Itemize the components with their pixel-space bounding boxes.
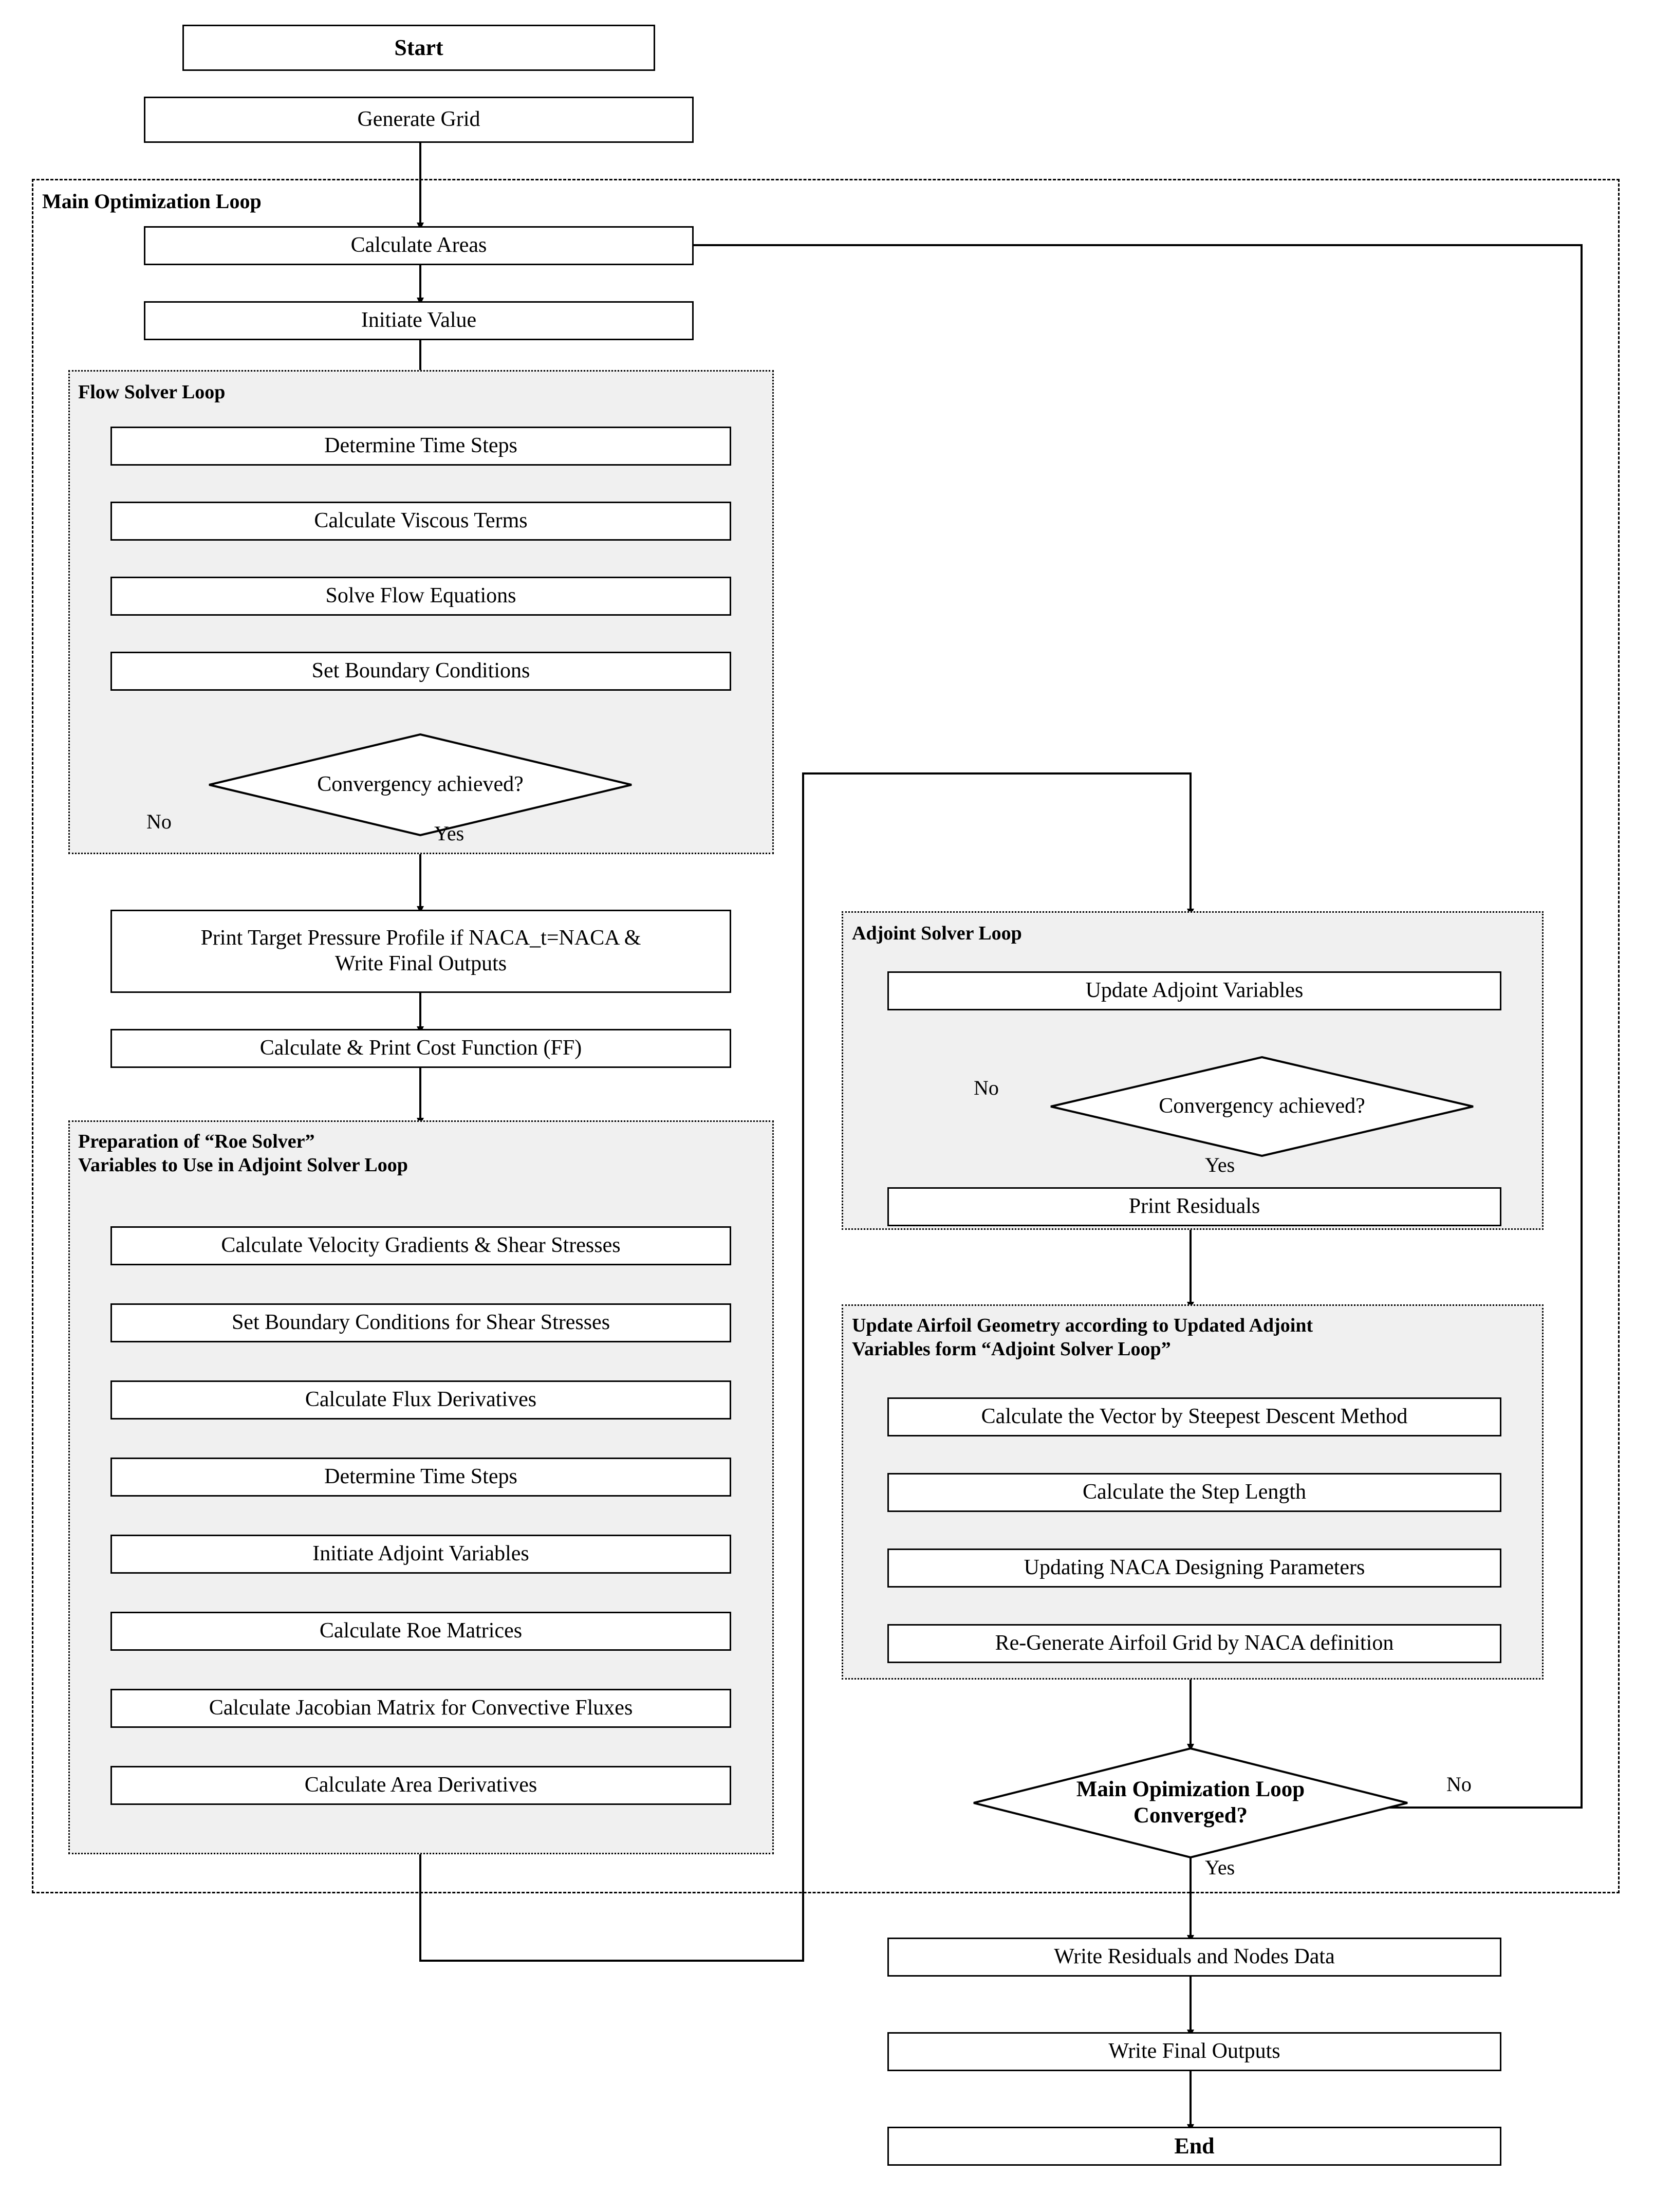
node-calculate-viscous-terms[interactable]: Calculate Viscous Terms (110, 502, 731, 541)
node-print-target-pressure-label: Print Target Pressure Profile if NACA_t=… (200, 926, 641, 975)
group-adjoint-solver-loop (842, 911, 1544, 1230)
node-end[interactable]: End (887, 2127, 1501, 2166)
node-calculate-areas[interactable]: Calculate Areas (144, 226, 694, 265)
node-bc-shear-stresses[interactable]: Set Boundary Conditions for Shear Stress… (110, 1303, 731, 1342)
node-flow-convergency-label: Convergency achieved? (317, 772, 524, 797)
node-set-boundary-conditions[interactable]: Set Boundary Conditions (110, 652, 731, 691)
node-determine-time-steps-roe[interactable]: Determine Time Steps (110, 1458, 731, 1497)
group-title-main-optimization-loop: Main Optimization Loop (42, 190, 262, 213)
node-area-derivatives[interactable]: Calculate Area Derivatives (110, 1766, 731, 1805)
diamond-shape-adjoint (1050, 1056, 1474, 1157)
node-print-target-pressure[interactable]: Print Target Pressure Profile if NACA_t=… (110, 910, 731, 993)
edge-label-adjoint-yes: Yes (1205, 1153, 1235, 1176)
node-write-final-outputs[interactable]: Write Final Outputs (887, 2032, 1501, 2071)
node-adjoint-convergency-label: Convergency achieved? (1159, 1094, 1365, 1118)
group-main-optimization-loop (32, 179, 1620, 1893)
group-title-adjoint-solver-loop: Adjoint Solver Loop (852, 923, 1022, 944)
group-title-flow-solver-loop: Flow Solver Loop (78, 381, 226, 403)
node-write-residuals-nodes[interactable]: Write Residuals and Nodes Data (887, 1938, 1501, 1977)
node-jacobian-matrix[interactable]: Calculate Jacobian Matrix for Convective… (110, 1689, 731, 1728)
node-solve-flow-equations[interactable]: Solve Flow Equations (110, 577, 731, 616)
node-generate-grid[interactable]: Generate Grid (144, 97, 694, 143)
group-title-update-airfoil-geometry: Update Airfoil Geometry according to Upd… (852, 1315, 1313, 1360)
node-cost-function[interactable]: Calculate & Print Cost Function (FF) (110, 1029, 731, 1068)
edge-label-adjoint-no: No (974, 1076, 999, 1099)
node-print-residuals[interactable]: Print Residuals (887, 1187, 1501, 1226)
node-flux-derivatives[interactable]: Calculate Flux Derivatives (110, 1380, 731, 1420)
node-initiate-adjoint-variables[interactable]: Initiate Adjoint Variables (110, 1535, 731, 1574)
node-start[interactable]: Start (182, 25, 655, 71)
node-update-adjoint-variables[interactable]: Update Adjoint Variables (887, 971, 1501, 1010)
node-initiate-value[interactable]: Initiate Value (144, 301, 694, 340)
edge-label-main-no: No (1446, 1773, 1472, 1796)
node-flow-convergency[interactable]: Convergency achieved? (208, 733, 633, 837)
node-regenerate-grid[interactable]: Re-Generate Airfoil Grid by NACA definit… (887, 1624, 1501, 1663)
node-main-converged-label: Main Opimization Loop Converged? (1076, 1777, 1305, 1828)
node-naca-parameters[interactable]: Updating NACA Designing Parameters (887, 1549, 1501, 1588)
node-main-converged[interactable]: Main Opimization Loop Converged? (973, 1747, 1408, 1859)
diamond-shape-flow (209, 733, 632, 837)
edge-label-main-yes: Yes (1205, 1856, 1235, 1879)
edge-label-flow-no: No (146, 810, 172, 833)
node-step-length[interactable]: Calculate the Step Length (887, 1473, 1501, 1512)
node-steepest-descent[interactable]: Calculate the Vector by Steepest Descent… (887, 1397, 1501, 1436)
node-roe-matrices[interactable]: Calculate Roe Matrices (110, 1612, 731, 1651)
group-title-roe-solver-preparation: Preparation of “Roe Solver” Variables to… (78, 1131, 408, 1176)
node-determine-time-steps-flow[interactable]: Determine Time Steps (110, 427, 731, 466)
edge-label-flow-yes: Yes (434, 822, 464, 845)
diamond-shape-main-converged (973, 1747, 1408, 1859)
node-velocity-gradients[interactable]: Calculate Velocity Gradients & Shear Str… (110, 1226, 731, 1265)
node-adjoint-convergency[interactable]: Convergency achieved? (1050, 1056, 1474, 1157)
